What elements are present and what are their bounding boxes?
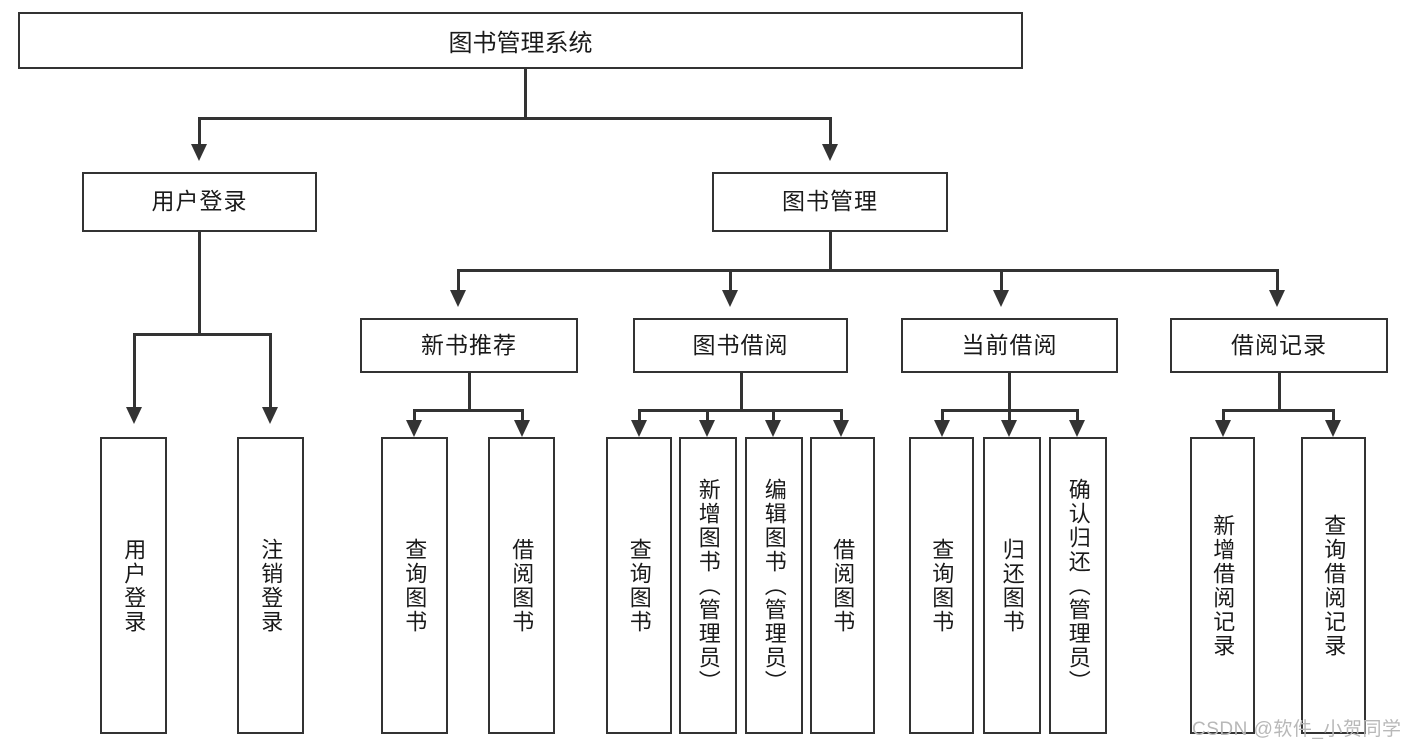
node-label: 当前借阅	[961, 331, 1058, 358]
edge-bm-drop-4	[1276, 269, 1279, 291]
edge-br-drop-2	[1332, 409, 1335, 421]
arrowhead-nbr-leaf-1	[406, 420, 422, 437]
edge-bb-drop-1	[638, 409, 641, 421]
node-label: 图书管理	[782, 188, 878, 215]
arrowhead-to-current-borrow	[993, 290, 1009, 307]
leaf-label: 查询图书	[929, 537, 955, 634]
edge-book-management-bus	[457, 269, 1278, 272]
leaf-label: 查询图书	[402, 537, 428, 634]
edge-bm-drop-1	[457, 269, 460, 291]
arrowhead-to-book-management	[822, 144, 838, 161]
leaf-label: 新增图书（管理员）	[695, 477, 721, 694]
node-new-book-recommend[interactable]: 新书推荐	[360, 318, 578, 373]
node-label: 新书推荐	[421, 331, 517, 358]
csdn-watermark: CSDN @软件_小贺同学	[1192, 719, 1402, 740]
arrowhead-br-leaf-1	[1215, 420, 1231, 437]
leaf-label: 查询借阅记录	[1321, 513, 1347, 658]
node-label: 借阅记录	[1231, 331, 1327, 358]
arrowhead-bb-leaf-2	[699, 420, 715, 437]
edge-root-bus	[198, 117, 832, 120]
edge-cb-drop-1	[941, 409, 944, 421]
edge-br-stem	[1278, 373, 1281, 411]
edge-bb-bus	[638, 409, 843, 412]
leaf-label: 借阅图书	[830, 537, 856, 634]
node-label: 图书借阅	[692, 331, 789, 358]
leaf-label: 注销登录	[258, 537, 284, 634]
arrowhead-to-borrow-record	[1269, 290, 1285, 307]
edge-bm-drop-2	[729, 269, 732, 291]
leaf-confirm-return-admin[interactable]: 确认归还（管理员）	[1049, 437, 1107, 734]
leaf-query-book-bb[interactable]: 查询图书	[606, 437, 672, 734]
edge-root-drop-1	[198, 117, 201, 145]
edge-bb-drop-2	[706, 409, 709, 421]
arrowhead-nbr-leaf-2	[514, 420, 530, 437]
node-root-book-management-system[interactable]: 图书管理系统	[18, 12, 1023, 69]
leaf-label: 用户登录	[121, 537, 147, 634]
leaf-logout[interactable]: 注销登录	[237, 437, 304, 734]
edge-br-bus	[1222, 409, 1335, 412]
leaf-add-borrow-record[interactable]: 新增借阅记录	[1190, 437, 1255, 734]
arrowhead-to-user-login-leaf	[126, 407, 142, 424]
node-book-management[interactable]: 图书管理	[712, 172, 948, 232]
node-book-borrow[interactable]: 图书借阅	[633, 318, 848, 373]
arrowhead-cb-leaf-2	[1001, 420, 1017, 437]
leaf-borrow-book-nbr[interactable]: 借阅图书	[488, 437, 555, 734]
edge-user-login-drop-1	[133, 333, 136, 408]
edge-user-login-drop-2	[269, 333, 272, 408]
node-borrow-record[interactable]: 借阅记录	[1170, 318, 1388, 373]
edge-nbr-stem	[468, 373, 471, 411]
edge-bb-drop-3	[772, 409, 775, 421]
leaf-label: 新增借阅记录	[1210, 513, 1236, 658]
arrowhead-to-new-book-recommend	[450, 290, 466, 307]
arrowhead-to-book-borrow	[722, 290, 738, 307]
edge-nbr-bus	[413, 409, 524, 412]
node-current-borrow[interactable]: 当前借阅	[901, 318, 1118, 373]
leaf-query-book-nbr[interactable]: 查询图书	[381, 437, 448, 734]
arrowhead-to-user-login	[191, 144, 207, 161]
arrowhead-cb-leaf-3	[1069, 420, 1085, 437]
leaf-label: 归还图书	[999, 537, 1025, 634]
leaf-label: 查询图书	[626, 537, 652, 634]
leaf-edit-book-admin[interactable]: 编辑图书（管理员）	[745, 437, 803, 734]
leaf-user-login[interactable]: 用户登录	[100, 437, 167, 734]
edge-cb-drop-3	[1076, 409, 1079, 421]
node-label: 图书管理系统	[448, 30, 593, 57]
node-user-login[interactable]: 用户登录	[82, 172, 317, 232]
arrowhead-bb-leaf-4	[833, 420, 849, 437]
arrowhead-to-logout-leaf	[262, 407, 278, 424]
leaf-label: 编辑图书（管理员）	[761, 477, 787, 694]
arrowhead-cb-leaf-1	[934, 420, 950, 437]
leaf-query-borrow-record[interactable]: 查询借阅记录	[1301, 437, 1366, 734]
edge-bb-stem	[740, 373, 743, 411]
arrowhead-bb-leaf-1	[631, 420, 647, 437]
edge-root-drop-2	[829, 117, 832, 145]
leaf-return-book[interactable]: 归还图书	[983, 437, 1041, 734]
edge-cb-drop-2	[1008, 409, 1011, 421]
leaf-query-book-cb[interactable]: 查询图书	[909, 437, 974, 734]
edge-bm-drop-3	[1000, 269, 1003, 291]
edge-nbr-drop-1	[413, 409, 416, 421]
edge-user-login-bus	[133, 333, 271, 336]
edge-book-management-stem	[829, 232, 832, 271]
arrowhead-bb-leaf-3	[765, 420, 781, 437]
edge-br-drop-1	[1222, 409, 1225, 421]
node-label: 用户登录	[151, 188, 248, 215]
edge-cb-stem	[1008, 373, 1011, 411]
edge-user-login-stem	[198, 232, 201, 335]
leaf-label: 确认归还（管理员）	[1065, 477, 1091, 694]
edge-nbr-drop-2	[521, 409, 524, 421]
arrowhead-br-leaf-2	[1325, 420, 1341, 437]
leaf-label: 借阅图书	[509, 537, 535, 634]
leaf-borrow-book-bb[interactable]: 借阅图书	[810, 437, 875, 734]
edge-root-stem	[524, 69, 527, 119]
leaf-add-book-admin[interactable]: 新增图书（管理员）	[679, 437, 737, 734]
edge-bb-drop-4	[840, 409, 843, 421]
